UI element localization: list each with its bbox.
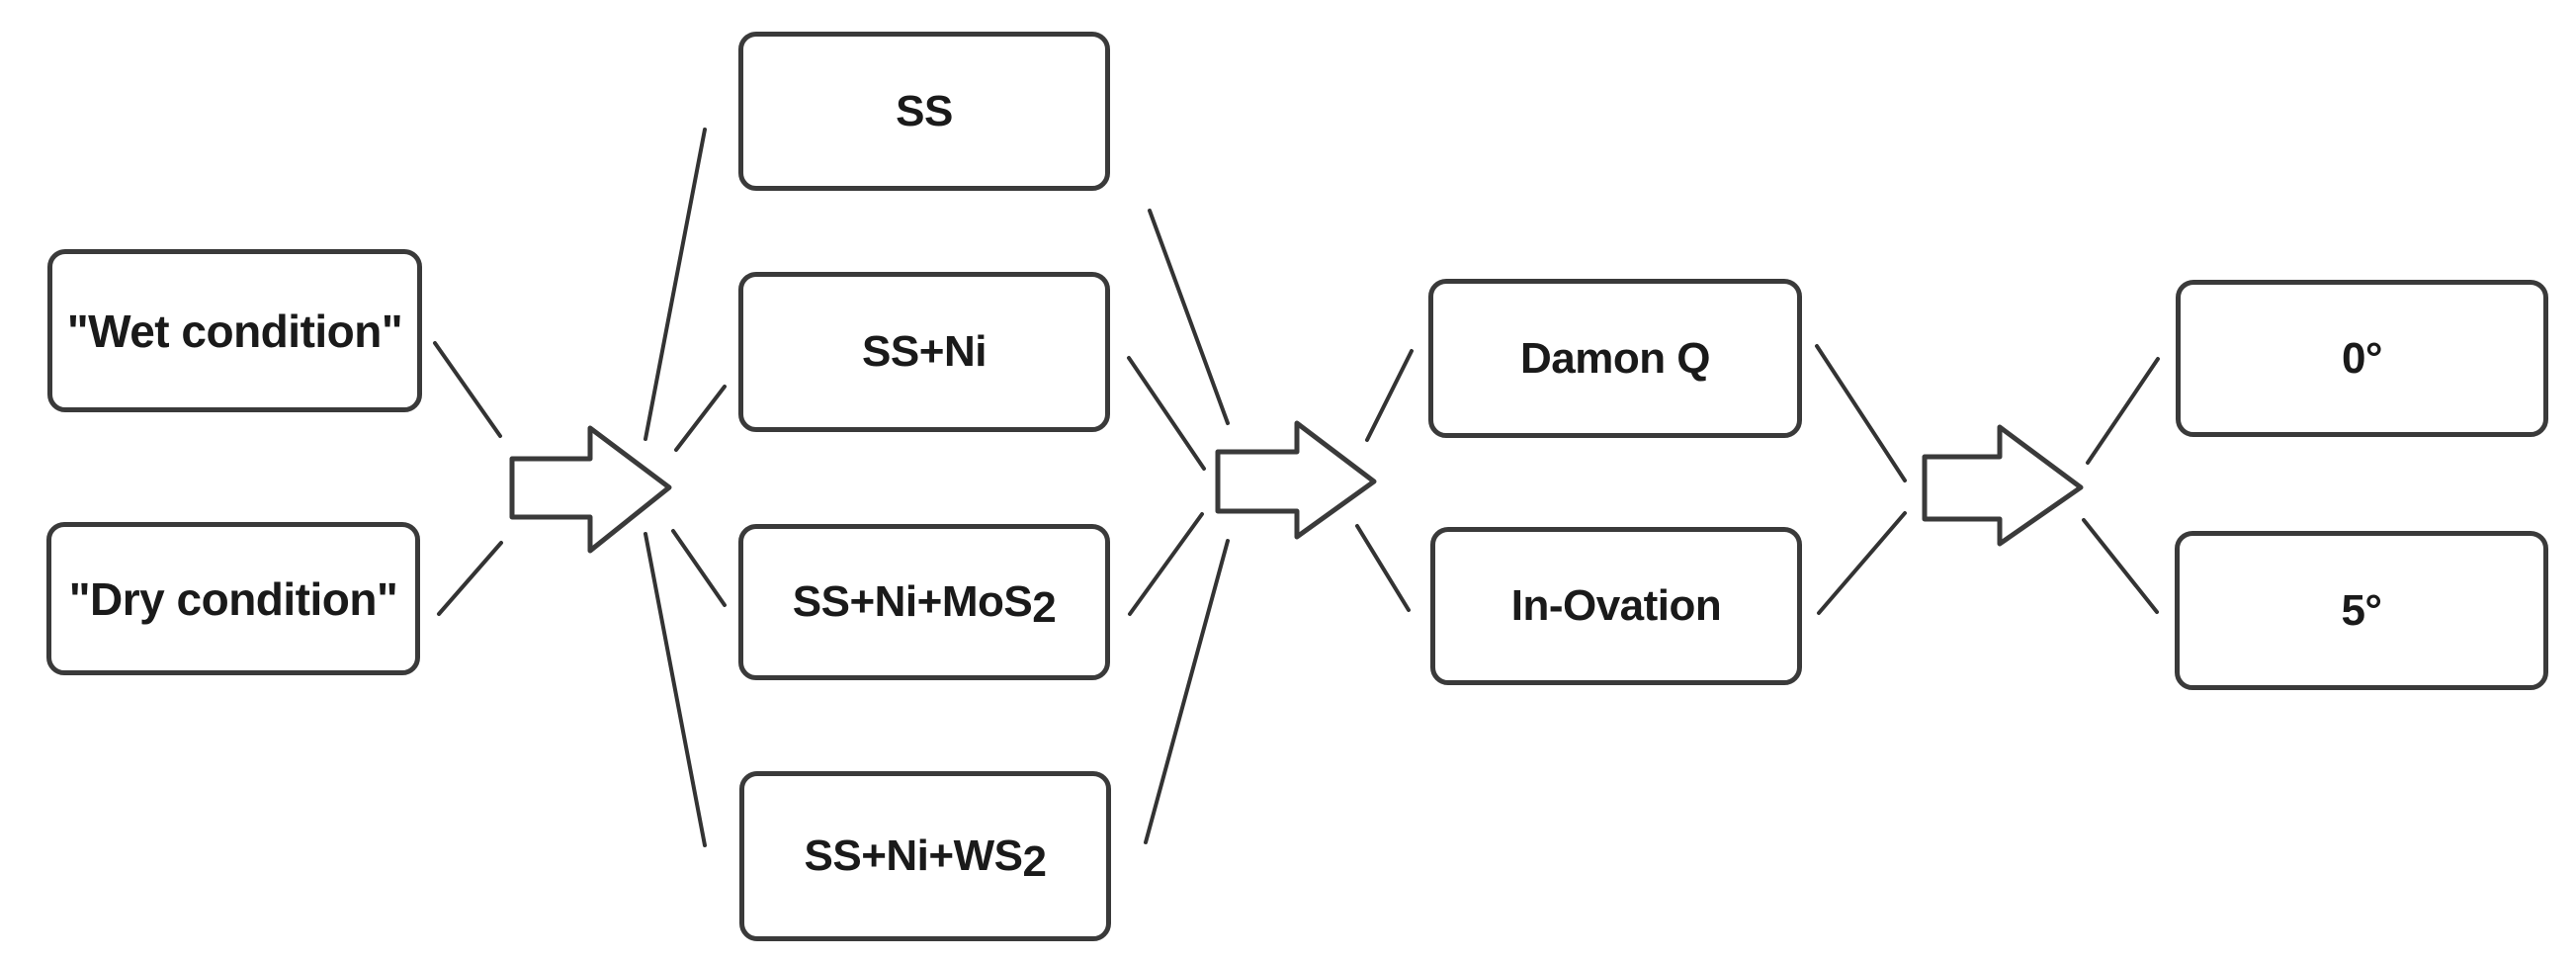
connector-line [1144, 539, 1230, 844]
box-in-ovation: In-Ovation [1430, 527, 1802, 685]
connector-line [1127, 356, 1206, 471]
box-label: 0° [2341, 333, 2383, 383]
box-label: "Wet condition" [66, 305, 403, 357]
connector-line [2086, 357, 2160, 465]
box-label: In-Ovation [1510, 581, 1722, 630]
box-label: SS+Ni+MoS2 [792, 577, 1057, 633]
box-label: 5° [2341, 585, 2382, 635]
box-label: SS+Ni+WS2 [804, 831, 1047, 887]
box-0-degrees: 0° [2176, 280, 2548, 437]
box-damon-q: Damon Q [1428, 279, 1802, 438]
connector-line [1817, 511, 1907, 615]
box-5-degrees: 5° [2175, 531, 2548, 690]
connector-line [1355, 524, 1411, 612]
subscript: 2 [1022, 837, 1047, 887]
box-label: Damon Q [1519, 333, 1711, 383]
connector-line [433, 341, 502, 438]
flow-arrow-icon [509, 425, 672, 554]
box-dry-condition: "Dry condition" [46, 522, 420, 675]
connector-line [644, 128, 707, 441]
box-label: SS [896, 86, 953, 135]
connector-line [1128, 512, 1204, 616]
connector-line [674, 385, 727, 452]
connector-line [644, 532, 707, 847]
connector-line [671, 529, 727, 607]
box-wet-condition: "Wet condition" [47, 249, 422, 412]
box-label: "Dry condition" [68, 572, 398, 625]
connector-line [1148, 209, 1230, 425]
box-label: SS+Ni [862, 327, 987, 376]
box-ss-ni: SS+Ni [738, 272, 1110, 432]
box-ss: SS [738, 32, 1110, 191]
flow-arrow-icon [1215, 420, 1377, 540]
box-ss-ni-mos2: SS+Ni+MoS2 [738, 524, 1110, 680]
subscript: 2 [1032, 583, 1057, 633]
box-ss-ni-ws2: SS+Ni+WS2 [739, 771, 1111, 941]
flow-arrow-icon [1922, 424, 2084, 547]
connector-line [1815, 344, 1907, 482]
connector-line [437, 541, 503, 616]
connector-line [1365, 349, 1414, 442]
connector-line [2082, 518, 2159, 614]
